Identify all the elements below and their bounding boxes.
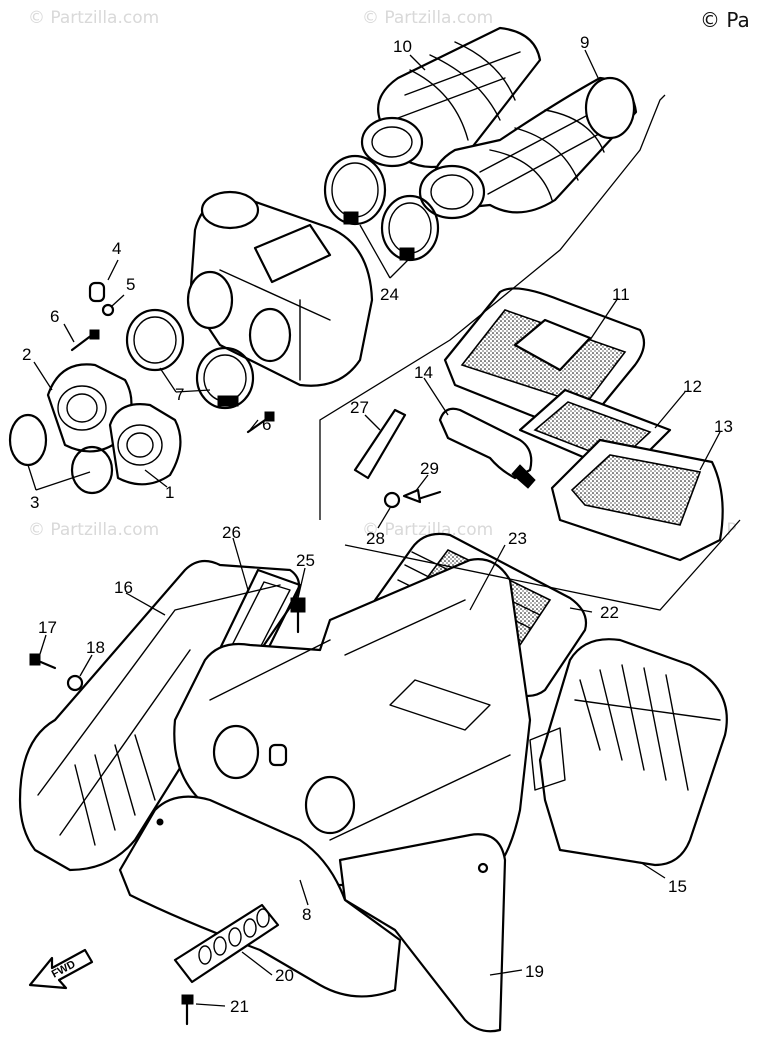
part-label-9: 9 — [580, 33, 589, 52]
label-and-fittings — [353, 408, 442, 509]
part-label-5: 5 — [126, 275, 135, 294]
box-fasteners — [29, 597, 306, 692]
intake-hose-left — [360, 26, 542, 169]
air-intake-duct — [529, 638, 728, 867]
part-label-28: 28 — [366, 529, 385, 548]
watermark-mid-center: © Partzilla.com — [362, 520, 494, 540]
small-fasteners — [70, 281, 275, 434]
watermark-top-center: © Partzilla.com — [362, 8, 494, 28]
part-label-14: 14 — [414, 363, 433, 382]
part-label-25: 25 — [296, 551, 315, 570]
part-label-26: 26 — [222, 523, 241, 542]
part-label-22: 22 — [600, 603, 619, 622]
lower-plate — [338, 833, 507, 1033]
filter-element — [518, 388, 724, 562]
lower-shroud — [118, 795, 402, 998]
part-label-29: 29 — [420, 459, 439, 478]
hose-clamps — [323, 154, 440, 262]
part-label-6b: 6 — [262, 415, 271, 434]
part-label-16: 16 — [114, 578, 133, 597]
part-label-20: 20 — [275, 966, 294, 985]
carburetor-assembly — [186, 190, 374, 387]
part-label-19: 19 — [525, 962, 544, 981]
joint-clamps — [125, 308, 255, 410]
part-label-17: 17 — [38, 618, 57, 637]
part-label-15: 15 — [668, 877, 687, 896]
part-label-8: 8 — [302, 905, 311, 924]
part-label-23: 23 — [508, 529, 527, 548]
part-number-labels: 4 5 6 2 3 1 7 6 10 9 24 11 12 13 14 27 2… — [22, 33, 733, 1016]
retaining-strap — [438, 407, 536, 489]
part-label-27: 27 — [350, 398, 369, 417]
air-box-side-cover — [18, 559, 301, 872]
watermark-top-left: © Partzilla.com — [28, 8, 160, 28]
part-label-10: 10 — [393, 37, 412, 56]
forward-arrow: FWD — [28, 948, 94, 990]
part-label-6a: 6 — [50, 307, 59, 326]
intake-joints — [46, 363, 182, 486]
part-label-4: 4 — [112, 239, 121, 258]
part-label-18: 18 — [86, 638, 105, 657]
part-label-21: 21 — [230, 997, 249, 1016]
part-label-24: 24 — [380, 285, 399, 304]
leader-lines — [27, 49, 741, 1007]
air-box-main — [173, 558, 532, 887]
part-label-13: 13 — [714, 417, 733, 436]
part-label-12: 12 — [683, 377, 702, 396]
watermark-top-right: © Pa — [700, 8, 750, 32]
caution-label — [173, 903, 280, 1026]
intake-hose-right — [418, 76, 638, 220]
part-label-1: 1 — [165, 483, 174, 502]
watermark-mid-left: © Partzilla.com — [28, 520, 160, 540]
part-label-3: 3 — [30, 493, 39, 512]
part-label-2: 2 — [22, 345, 31, 364]
air-filter-cover — [443, 287, 646, 427]
part-label-11: 11 — [612, 285, 630, 304]
part-label-7: 7 — [175, 385, 184, 404]
